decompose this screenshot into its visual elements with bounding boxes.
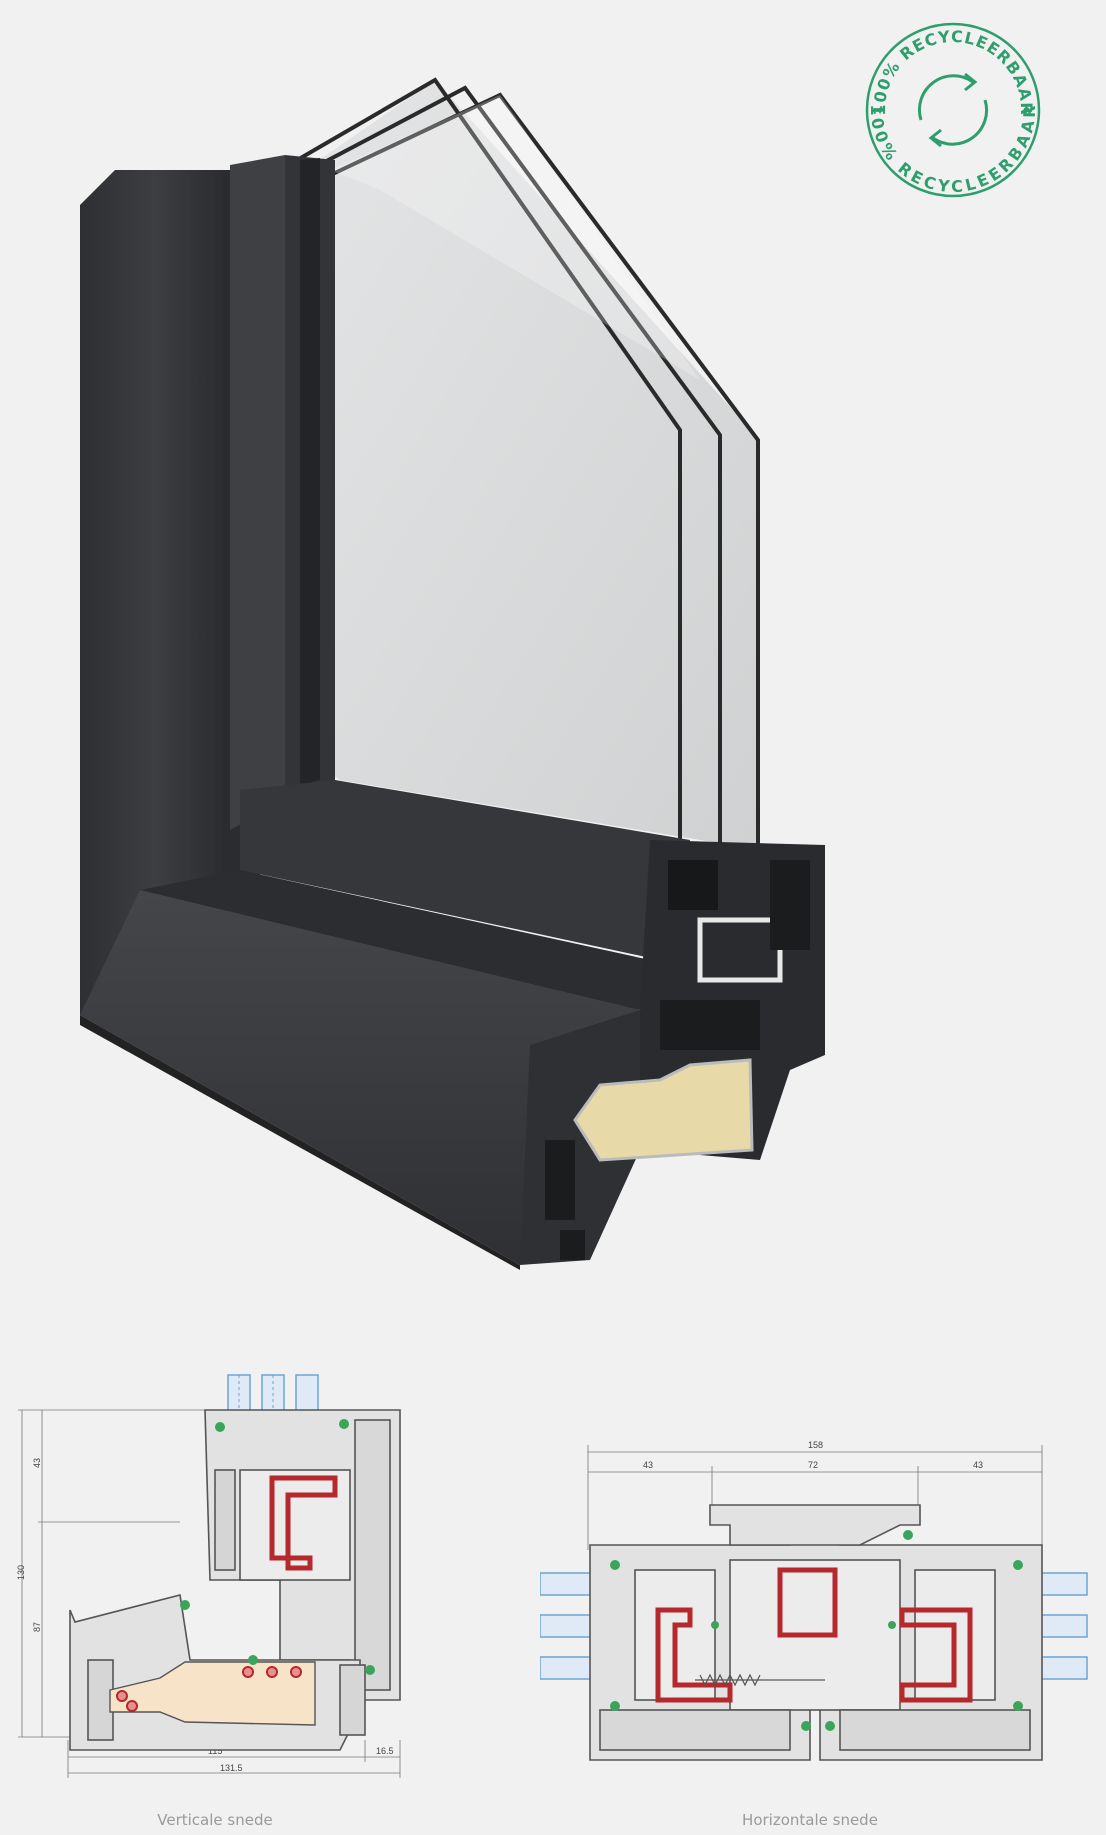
- horizontal-section-caption: Horizontale snede: [742, 1811, 878, 1829]
- window-frame: [80, 155, 690, 1270]
- badge-text-bottom: 100% RECYCLEERBAAR: [867, 104, 1038, 196]
- profile-cross-section: [520, 840, 825, 1265]
- badge-text-top: 100% RECYCLEERBAAR: [870, 27, 1035, 116]
- svg-text:100% RECYCLEERBAAR: 100% RECYCLEERBAAR: [867, 104, 1039, 196]
- window-profile-illustration: 100% RECYCLEERBAAR 100% RECYCLEERBAAR ✦ …: [80, 22, 1041, 1270]
- svg-text:100% RECYCLEERBAAR: 100% RECYCLEERBAAR: [870, 27, 1036, 116]
- dim-left: 43: [643, 1460, 653, 1470]
- dim-middle: 72: [808, 1460, 818, 1470]
- insulation-core: [109, 1661, 316, 1726]
- dim-right-width: 16.5: [376, 1746, 394, 1756]
- reinforcement-rods: [116, 1666, 302, 1712]
- recyclable-badge: 100% RECYCLEERBAAR 100% RECYCLEERBAAR ✦ …: [865, 22, 1041, 198]
- dim-outer-width: 131.5: [220, 1763, 243, 1773]
- glass-panes: [278, 77, 760, 850]
- dim-total: 158: [808, 1440, 823, 1450]
- steel-reinforcements: [655, 1567, 973, 1703]
- steel-reinforcement: [269, 1475, 338, 1571]
- svg-text:✦: ✦: [875, 104, 885, 118]
- svg-text:✦: ✦: [1021, 104, 1031, 118]
- mullion-cap: [709, 1504, 921, 1546]
- vertical-section-drawing: 43 130 87 115 16.5 131.5: [16, 1374, 401, 1778]
- gaskets: [180, 1419, 375, 1675]
- dim-lower-height: 87: [32, 1622, 42, 1632]
- dim-inner-width: 115: [208, 1746, 222, 1756]
- dim-right: 43: [973, 1460, 983, 1470]
- dim-top-height: 43: [32, 1458, 42, 1468]
- screw: [695, 1673, 825, 1687]
- dim-total-height: 130: [16, 1565, 26, 1580]
- vertical-section-caption: Verticale snede: [157, 1811, 273, 1829]
- recycle-arrows-icon: [917, 72, 989, 148]
- sash-profile: [204, 1409, 401, 1701]
- horizontal-section-drawing: 158 43 72 43: [540, 1440, 1088, 1761]
- gaskets: [610, 1530, 1023, 1731]
